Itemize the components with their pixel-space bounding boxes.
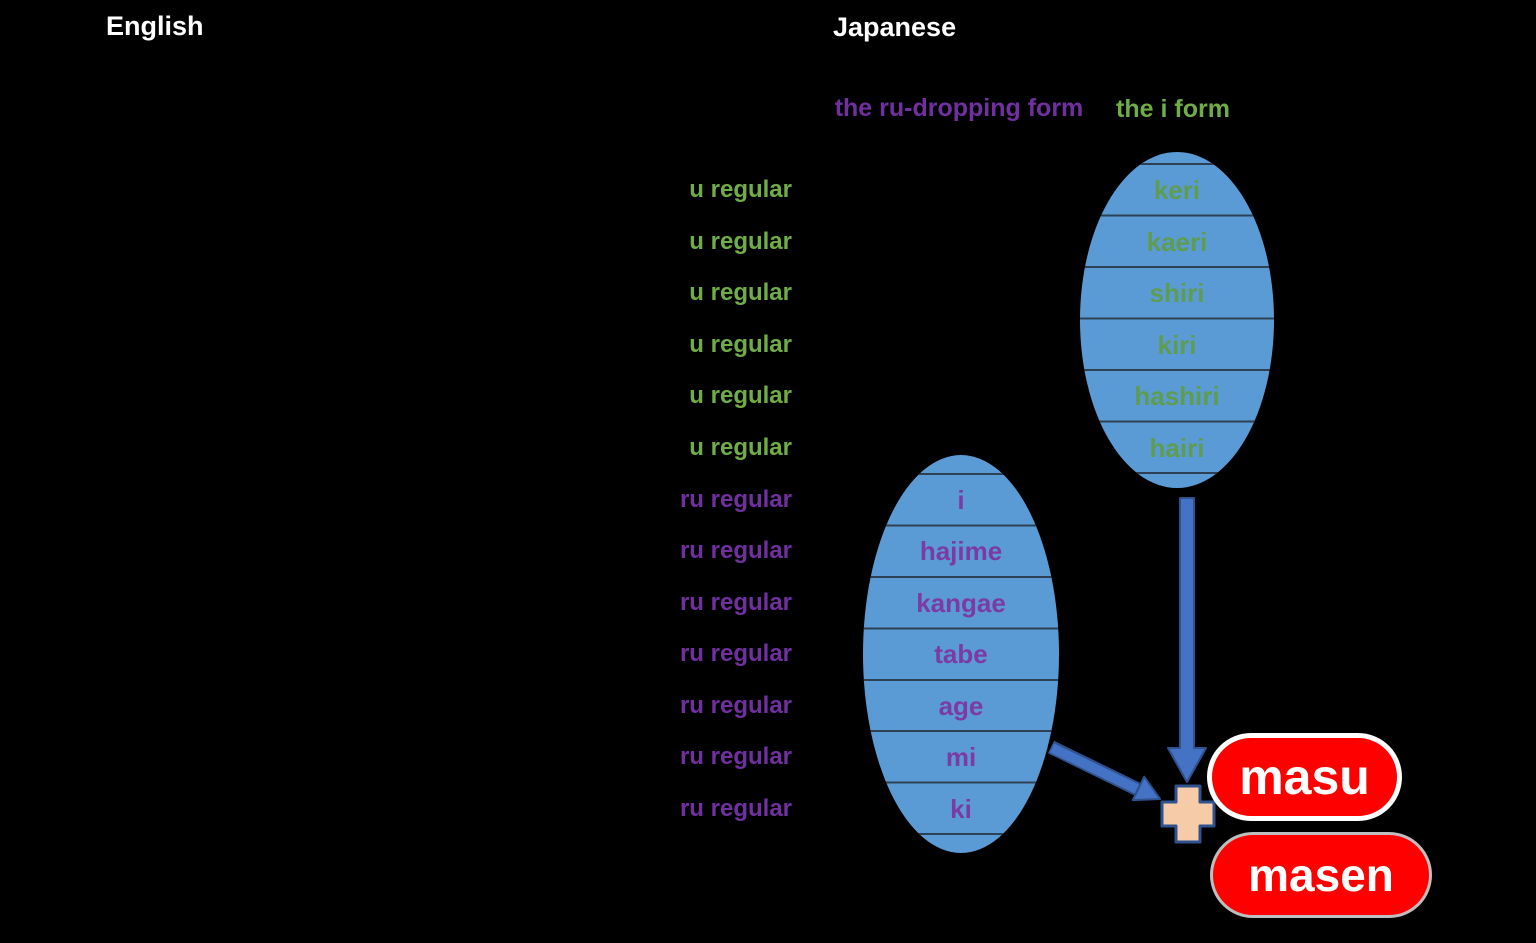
verb-type-label-u: u regular bbox=[689, 382, 792, 409]
ru-dropping-stem: hajime bbox=[919, 536, 1003, 566]
i-form-stem: kaeri bbox=[1146, 227, 1208, 257]
arrow-diagonal-icon bbox=[1047, 740, 1161, 802]
verb-type-label-u: u regular bbox=[689, 279, 792, 306]
i-form-stem: kiri bbox=[1157, 330, 1197, 360]
i-form-stem: keri bbox=[1153, 175, 1201, 205]
verb-type-label-ru: ru regular bbox=[679, 486, 792, 513]
verb-type-label-u: u regular bbox=[689, 176, 792, 203]
ru-dropping-ellipse bbox=[863, 455, 1059, 853]
i-form-stem: hairi bbox=[1149, 433, 1205, 463]
verb-type-label-u: u regular bbox=[689, 228, 792, 255]
verb-type-label-u: u regular bbox=[689, 434, 792, 461]
ru-dropping-stem: age bbox=[938, 691, 984, 721]
verb-type-label-ru: ru regular bbox=[679, 743, 792, 770]
i-form-stem: hashiri bbox=[1134, 381, 1220, 411]
masen-pill: masen bbox=[1210, 832, 1432, 918]
ru-dropping-form-label: the ru-dropping form bbox=[834, 94, 1084, 122]
ru-dropping-stem: ki bbox=[950, 794, 972, 824]
verb-type-label-u: u regular bbox=[689, 331, 792, 358]
masen-label: masen bbox=[1248, 849, 1394, 901]
verb-type-label-ru: ru regular bbox=[679, 537, 792, 564]
arrow-down-icon bbox=[1167, 497, 1207, 783]
i-form-stem: shiri bbox=[1149, 278, 1205, 308]
plus-icon bbox=[1160, 784, 1216, 844]
verb-type-label-ru: ru regular bbox=[679, 640, 792, 667]
verb-type-label-ru: ru regular bbox=[679, 795, 792, 822]
masu-pill: masu bbox=[1207, 733, 1402, 821]
verb-type-label-ru: ru regular bbox=[679, 692, 792, 719]
i-form-ellipse bbox=[1080, 152, 1274, 488]
ru-dropping-stem: tabe bbox=[934, 639, 988, 669]
i-form-label: the i form bbox=[1116, 95, 1230, 123]
ru-dropping-stem: mi bbox=[945, 742, 977, 772]
ru-dropping-stem: kangae bbox=[916, 588, 1006, 618]
japanese-column-header: Japanese bbox=[833, 12, 957, 42]
ru-dropping-stem: i bbox=[957, 485, 965, 515]
english-column-header: English bbox=[106, 11, 204, 41]
verb-type-label-ru: ru regular bbox=[679, 589, 792, 616]
masu-label: masu bbox=[1239, 749, 1370, 805]
